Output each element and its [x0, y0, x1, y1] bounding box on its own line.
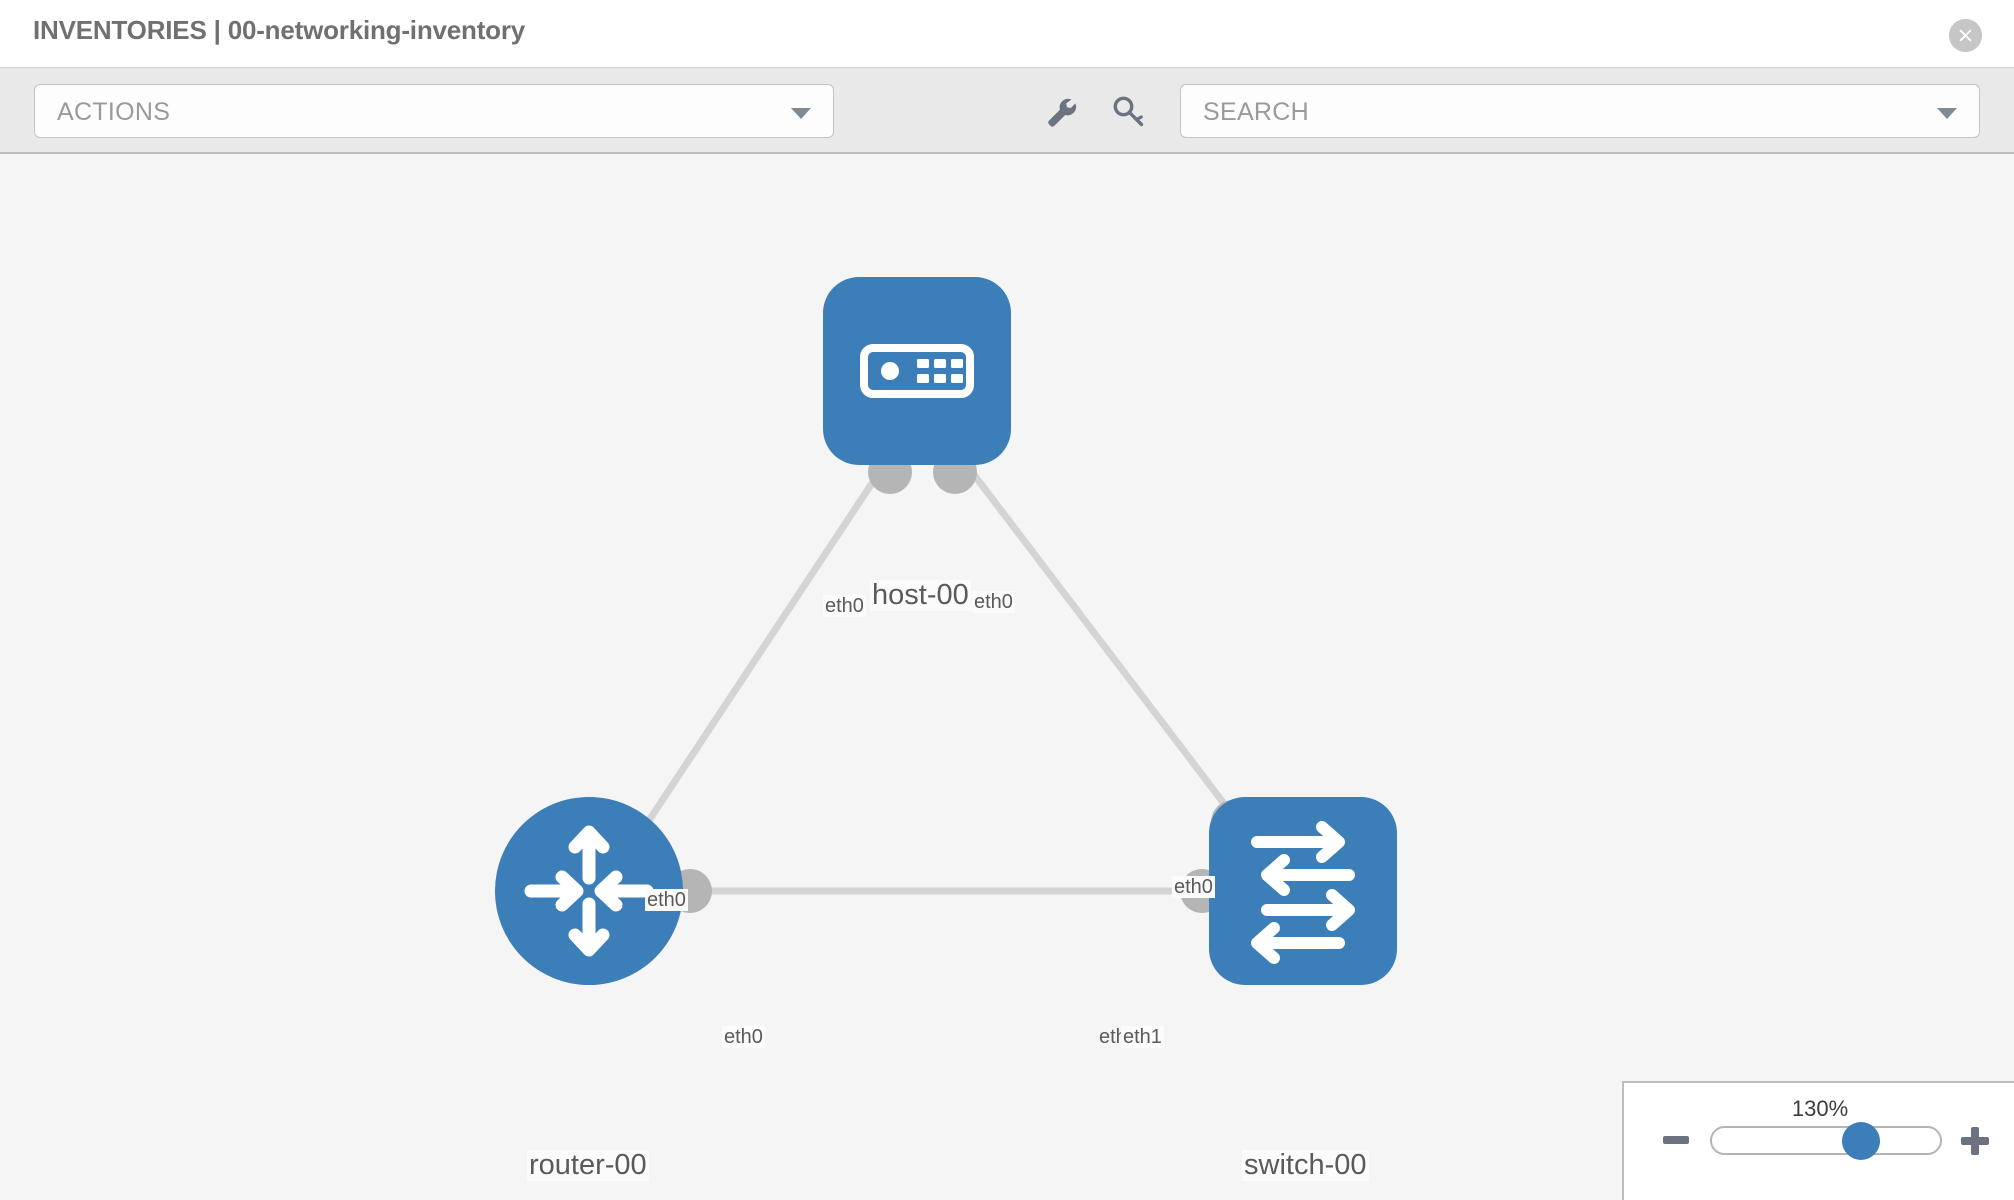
node-router[interactable]	[495, 797, 683, 985]
iface-label: eth0	[823, 595, 866, 617]
toolbar: ACTIONS SEARCH	[0, 68, 2014, 154]
router-arrows-icon	[524, 825, 654, 957]
node-label-router: router-00	[527, 1149, 649, 1181]
connector-group	[668, 450, 1255, 913]
iface-label: eth0	[1172, 876, 1215, 898]
key-icon[interactable]	[1111, 94, 1147, 130]
topology-canvas[interactable]: eth0 eth0 eth0 eth0 eth0 eth eth1 host-0…	[0, 154, 2014, 1200]
page-header: INVENTORIES | 00-networking-inventory	[0, 0, 2014, 68]
chevron-down-icon	[791, 108, 811, 119]
iface-label: eth0	[722, 1026, 765, 1048]
zoom-percent-label: 130%	[1791, 1096, 1849, 1121]
iface-label: eth	[1099, 1026, 1127, 1048]
node-switch[interactable]	[1209, 797, 1397, 985]
link-host-switch	[959, 456, 1241, 825]
iface-label: eth0	[645, 889, 688, 911]
zoom-control-panel: 130%	[1622, 1081, 2014, 1200]
plus-icon[interactable]	[1961, 1127, 1989, 1155]
zoom-slider-track[interactable]	[1710, 1126, 1942, 1155]
node-label-switch: switch-00	[1242, 1149, 1369, 1181]
chevron-down-icon[interactable]	[1937, 108, 1957, 119]
close-icon[interactable]	[1949, 19, 1982, 52]
zoom-slider-thumb[interactable]	[1842, 1122, 1880, 1160]
actions-dropdown[interactable]: ACTIONS	[34, 84, 834, 138]
node-host[interactable]	[823, 277, 1011, 465]
page-title: INVENTORIES | 00-networking-inventory	[33, 15, 526, 45]
actions-dropdown-label: ACTIONS	[57, 98, 171, 126]
minus-icon[interactable]	[1663, 1136, 1689, 1144]
wrench-icon[interactable]	[1043, 94, 1079, 130]
switch-arrows-icon	[1251, 821, 1355, 964]
server-icon	[860, 344, 974, 398]
link-host-router	[637, 457, 891, 836]
topology-graph	[495, 277, 1397, 985]
node-label-host: host-00	[870, 579, 971, 611]
link-group	[637, 456, 1241, 895]
search-placeholder: SEARCH	[1203, 98, 1309, 126]
iface-label: eth0	[972, 591, 1015, 613]
iface-label: eth1	[1121, 1026, 1164, 1048]
search-input[interactable]: SEARCH	[1180, 84, 1980, 138]
